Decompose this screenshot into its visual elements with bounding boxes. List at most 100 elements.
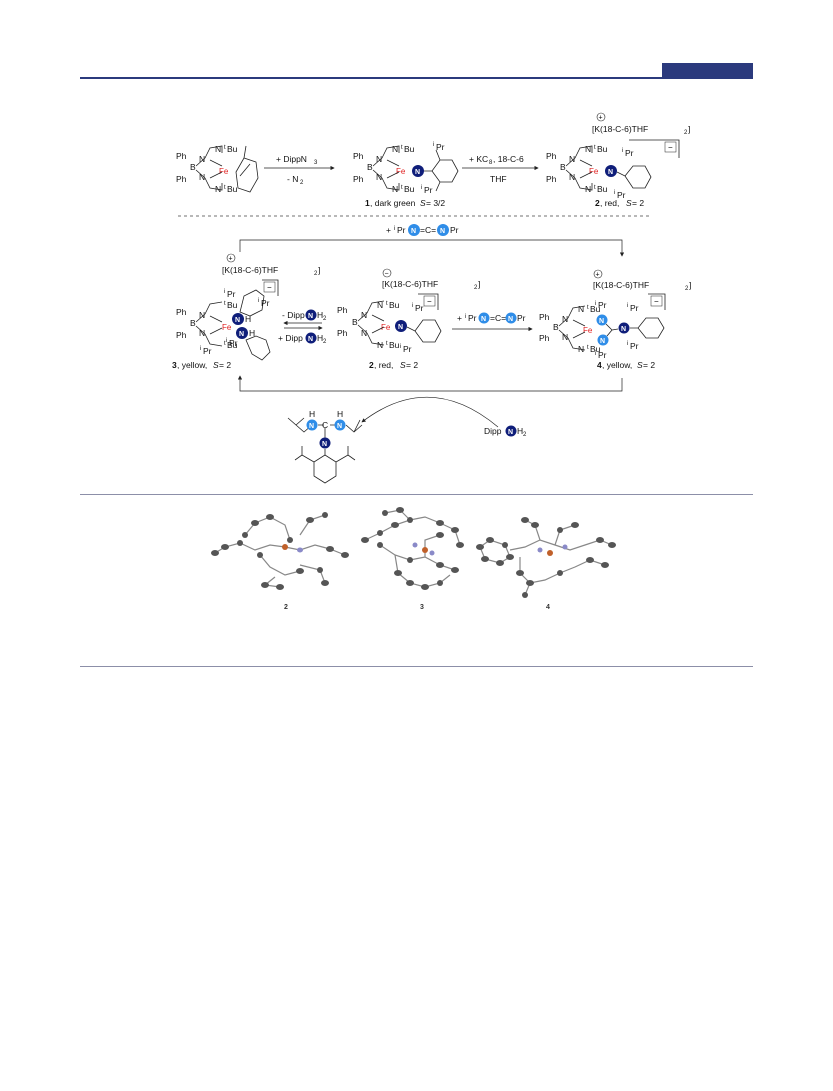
svg-text:3: 3 — [172, 360, 177, 370]
svg-text:B: B — [352, 317, 358, 327]
svg-text:, red,: , red, — [374, 360, 393, 370]
compound-1: Ph Ph B N N N N t Bu t Bu Fe N i Pr i Pr… — [353, 142, 459, 208]
guanidine-product: N H C N H N — [287, 409, 363, 484]
svg-text:t: t — [587, 305, 589, 311]
svg-text:, yellow,: , yellow, — [177, 360, 207, 370]
svg-text:N: N — [415, 169, 420, 176]
svg-text:Ph: Ph — [337, 305, 348, 315]
header-rule — [80, 77, 753, 79]
svg-text:i: i — [627, 341, 628, 347]
svg-text:Ph: Ph — [546, 174, 557, 184]
svg-text:N: N — [398, 324, 403, 331]
svg-text:N: N — [392, 144, 398, 154]
svg-text:N: N — [361, 310, 367, 320]
svg-text:t: t — [224, 341, 226, 347]
svg-text:t: t — [386, 301, 388, 307]
svg-text:N: N — [440, 228, 445, 235]
svg-text:Pr: Pr — [261, 298, 270, 308]
svg-text:Pr: Pr — [450, 225, 459, 235]
ortep-structure-2 — [211, 512, 349, 590]
svg-text:Pr: Pr — [424, 185, 433, 195]
svg-text:Bu: Bu — [404, 144, 415, 154]
svg-text:Bu: Bu — [597, 144, 608, 154]
compound-4: + [K(18-C-6)THF 2 ] − Ph Ph B N N N N t … — [539, 269, 691, 370]
svg-text:N: N — [377, 300, 383, 310]
svg-text:= 2: = 2 — [632, 198, 644, 208]
svg-text:1: 1 — [365, 198, 370, 208]
svg-text:Pr: Pr — [203, 346, 212, 356]
svg-text:i: i — [224, 289, 225, 295]
svg-text:, 18-C-6: , 18-C-6 — [493, 154, 524, 164]
svg-text:Pr: Pr — [625, 148, 634, 158]
n-label: N — [215, 144, 221, 154]
svg-text:= 2: = 2 — [219, 360, 231, 370]
svg-text:H: H — [309, 409, 315, 419]
structure-label-2: 2 — [284, 604, 288, 611]
svg-text:S: S — [400, 360, 406, 370]
svg-text:Bu: Bu — [597, 184, 608, 194]
svg-text:]: ] — [688, 124, 690, 134]
svg-text:4: 4 — [597, 360, 602, 370]
svg-text:B: B — [367, 162, 373, 172]
svg-text:2: 2 — [595, 198, 600, 208]
svg-text:Pr: Pr — [436, 142, 445, 152]
svg-text:S: S — [637, 360, 643, 370]
ortep-structure-4 — [476, 517, 616, 598]
svg-text:Pr: Pr — [415, 303, 424, 313]
svg-text:N: N — [376, 172, 382, 182]
svg-text:S: S — [213, 360, 219, 370]
figure-bottom-rule — [80, 666, 753, 667]
reagent-label: + KC — [469, 154, 488, 164]
svg-text:Ph: Ph — [539, 333, 550, 343]
svg-text:Ph: Ph — [337, 328, 348, 338]
svg-text:N: N — [569, 172, 575, 182]
svg-text:+ Dipp: + Dipp — [278, 333, 303, 343]
n-label: N — [199, 172, 205, 182]
svg-text:N: N — [199, 310, 205, 320]
svg-text:i: i — [226, 338, 227, 344]
svg-text:, yellow,: , yellow, — [602, 360, 632, 370]
svg-text:N: N — [308, 336, 313, 343]
svg-text:t: t — [224, 185, 226, 191]
svg-text:t: t — [224, 301, 226, 307]
starting-complex: Ph Ph B N N N N t Bu t Bu Fe — [176, 144, 259, 194]
svg-text:−: − — [267, 283, 272, 292]
svg-text:]: ] — [318, 265, 320, 275]
svg-text:+: + — [386, 225, 391, 235]
svg-text:2: 2 — [314, 271, 318, 277]
svg-text:Bu: Bu — [227, 300, 238, 310]
svg-text:−: − — [654, 297, 659, 306]
svg-text:Pr: Pr — [630, 341, 639, 351]
svg-text:Bu: Bu — [389, 340, 400, 350]
svg-text:[K(18-C-6)THF: [K(18-C-6)THF — [382, 279, 438, 289]
iron-label: Fe — [219, 167, 229, 176]
reagent-label: + DippN — [276, 154, 307, 164]
compound-2-top: + [K(18-C-6)THF 2 ] − Ph Ph B N N N N t … — [546, 112, 690, 208]
svg-text:S: S — [420, 198, 426, 208]
svg-text:H: H — [249, 328, 255, 338]
svg-text:N: N — [411, 228, 416, 235]
svg-text:Pr: Pr — [403, 344, 412, 354]
svg-text:Dipp: Dipp — [484, 426, 502, 436]
svg-text:C: C — [322, 420, 328, 430]
svg-text:2: 2 — [474, 285, 478, 291]
svg-text:Pr: Pr — [598, 300, 607, 310]
svg-text:N: N — [199, 328, 205, 338]
svg-text:Pr: Pr — [630, 303, 639, 313]
compound-2-middle: − [K(18-C-6)THF 2 ] − Ph Ph B N N N N t … — [337, 268, 480, 370]
svg-text:Pr: Pr — [227, 289, 236, 299]
reagent-label: - N — [287, 174, 298, 184]
svg-text:N: N — [481, 316, 486, 323]
svg-text:H: H — [317, 310, 323, 320]
svg-text:i: i — [465, 314, 466, 320]
svg-text:Bu: Bu — [227, 144, 238, 154]
svg-text:t: t — [587, 345, 589, 351]
svg-text:N: N — [308, 313, 313, 320]
svg-text:Ph: Ph — [353, 151, 364, 161]
svg-text:=C=: =C= — [420, 225, 436, 235]
svg-text:N: N — [578, 304, 584, 314]
svg-text:N: N — [235, 317, 240, 324]
svg-text:H: H — [317, 333, 323, 343]
svg-text:2: 2 — [523, 432, 527, 438]
svg-text:N: N — [337, 423, 342, 430]
